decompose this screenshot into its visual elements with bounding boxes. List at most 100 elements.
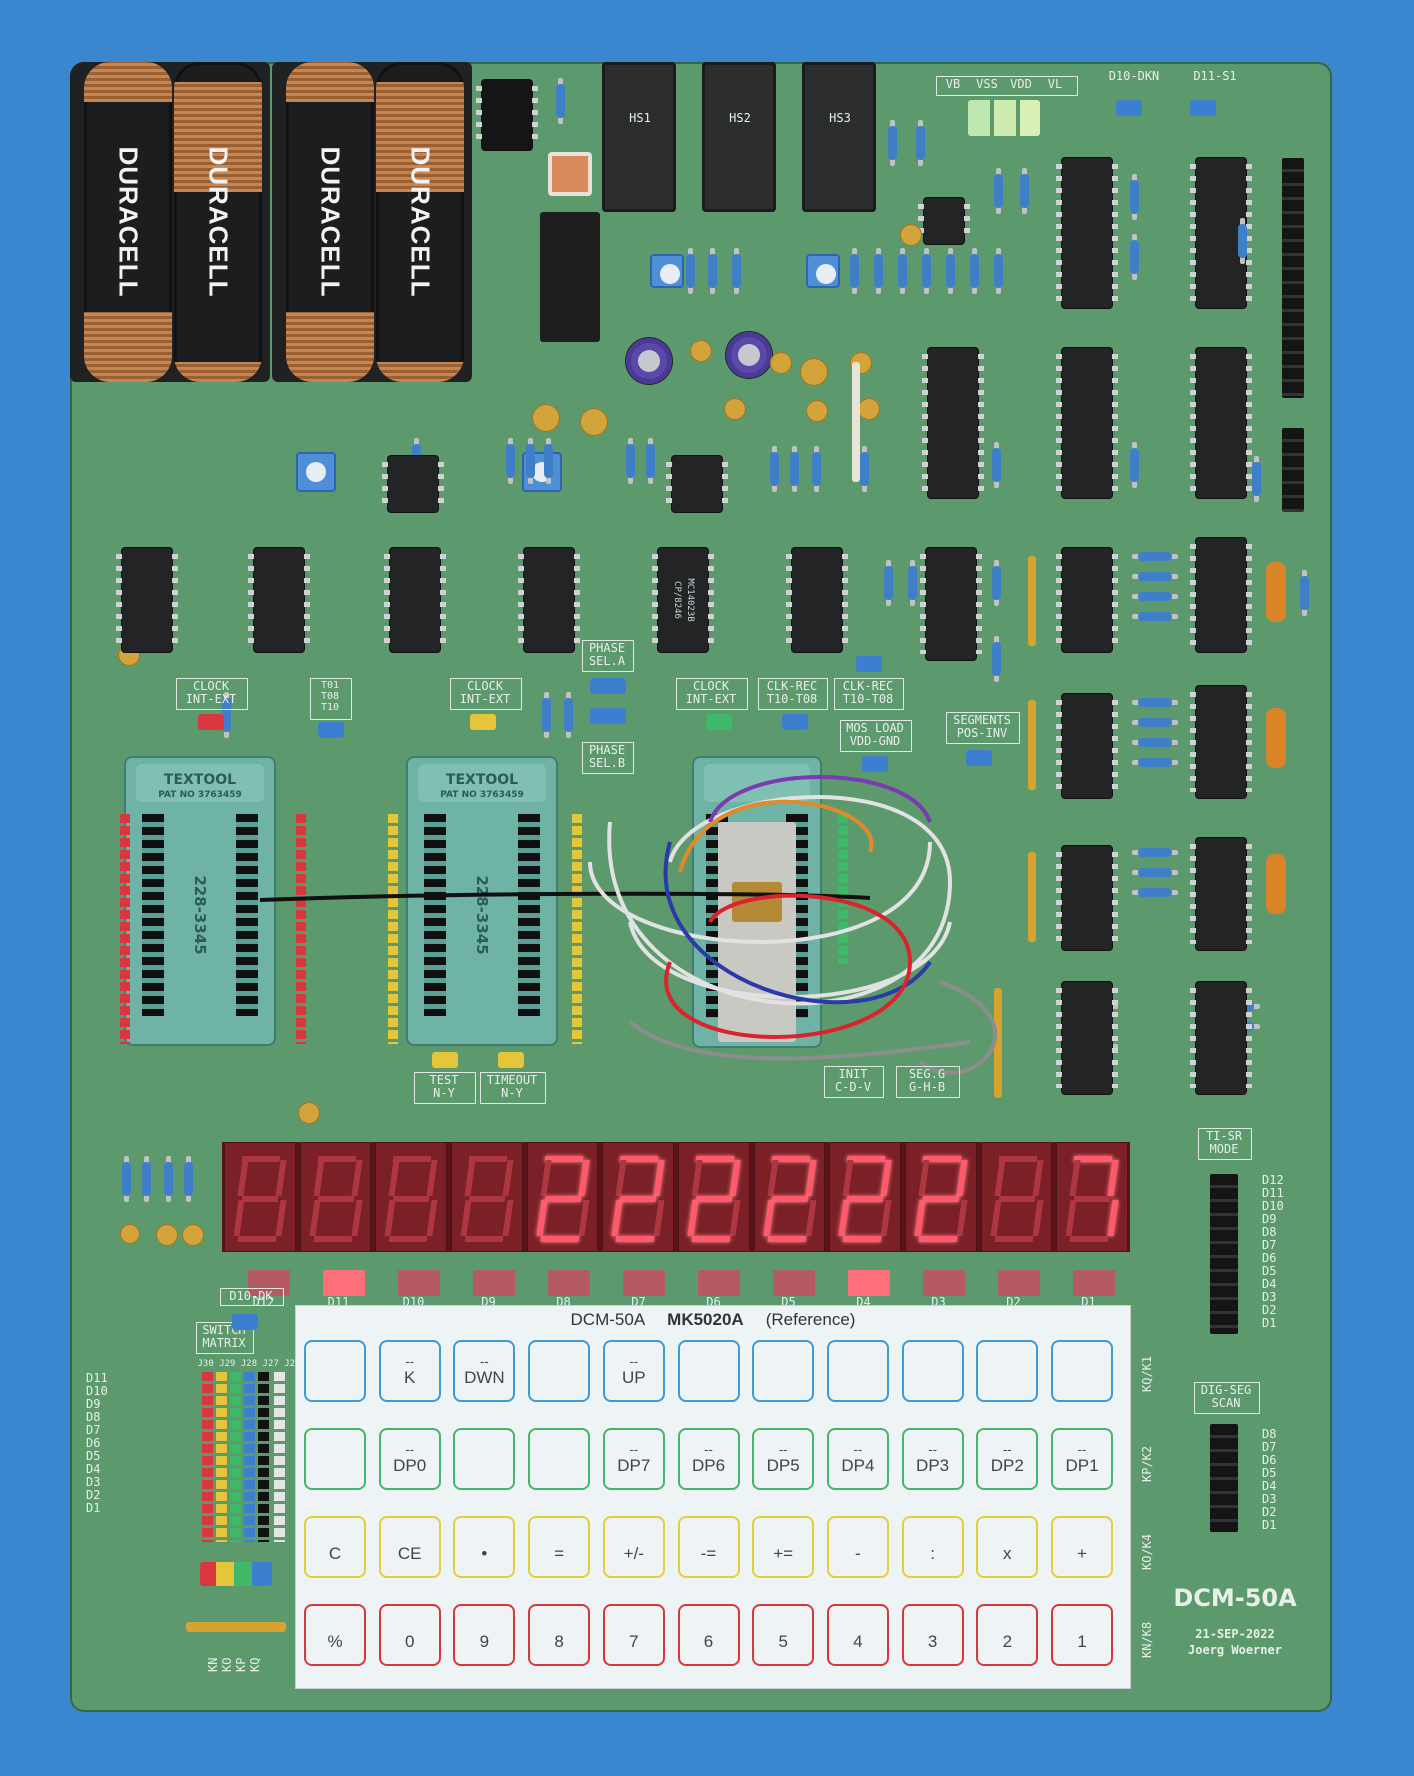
- key-r4-c9[interactable]: 3: [901, 1604, 964, 1666]
- scan-digit-labels: D8 D7 D6 D5 D4 D3 D2 D1: [1262, 1427, 1277, 1532]
- segment-g: [771, 1196, 809, 1202]
- label-d10-dkn: D10-DKN: [1108, 69, 1160, 83]
- key-r3-c8[interactable]: -: [826, 1516, 889, 1578]
- key-r2-c3[interactable]: [453, 1428, 516, 1490]
- key-bar: --: [405, 1442, 415, 1457]
- key-r1-c10[interactable]: [976, 1340, 1039, 1402]
- jumper-t[interactable]: [318, 722, 344, 738]
- label-dig-seg-scan: DIG-SEG SCAN: [1200, 1383, 1252, 1410]
- key-r4-c5[interactable]: 7: [602, 1604, 665, 1666]
- digit-led: [398, 1270, 440, 1296]
- key-r4-c7[interactable]: 5: [752, 1604, 815, 1666]
- label-phase-sel-b: PHASE SEL.B: [588, 743, 626, 770]
- key-r4-c3[interactable]: 9: [453, 1604, 516, 1666]
- key-r2-c4[interactable]: [528, 1428, 591, 1490]
- segment-d: [1069, 1236, 1109, 1242]
- key-r3-c11[interactable]: +: [1051, 1516, 1113, 1578]
- segment-b: [502, 1160, 514, 1196]
- key-r3-c2[interactable]: CE: [378, 1516, 441, 1578]
- key-r3-c1[interactable]: C: [304, 1516, 366, 1578]
- power-switch[interactable]: [548, 152, 592, 196]
- jumper-segments[interactable]: [966, 750, 992, 766]
- jumper-phase-b[interactable]: [590, 708, 626, 724]
- key-r1-c6[interactable]: [677, 1340, 740, 1402]
- card-title-right: (Reference): [765, 1310, 856, 1329]
- key-r2-c11[interactable]: --DP1: [1051, 1428, 1113, 1490]
- jumper-clock-3[interactable]: [706, 714, 732, 730]
- segment-g: [468, 1196, 506, 1202]
- jumper-d10-dk[interactable]: [232, 1314, 258, 1330]
- key-r1-c2[interactable]: --K: [378, 1340, 441, 1402]
- key-r4-c4[interactable]: 8: [528, 1604, 591, 1666]
- key-r4-c8[interactable]: 4: [826, 1604, 889, 1666]
- jumper-clk-rec-2[interactable]: [856, 656, 882, 672]
- segment-b: [653, 1160, 665, 1196]
- jumper-d10-dkn[interactable]: [1116, 100, 1142, 116]
- zif-socket-u35[interactable]: TEXTOOL PAT NO 3763459 228-3345: [124, 756, 276, 1046]
- key-r1-c5[interactable]: --UP: [602, 1340, 665, 1402]
- jumper-phase-a[interactable]: [590, 678, 626, 694]
- key-r4-c10[interactable]: 2: [976, 1604, 1039, 1666]
- segment-g: [544, 1196, 582, 1202]
- key-r1-c1[interactable]: [304, 1340, 366, 1402]
- key-r2-c1[interactable]: [304, 1428, 366, 1490]
- key-r4-c1[interactable]: %: [304, 1604, 366, 1666]
- jumper-test[interactable]: [432, 1052, 458, 1068]
- key-r1-c11[interactable]: [1051, 1340, 1113, 1402]
- power-jack[interactable]: [476, 80, 538, 150]
- key-r4-c11[interactable]: 1: [1051, 1604, 1113, 1666]
- key-r3-c6[interactable]: -=: [677, 1516, 740, 1578]
- key-r2-c10[interactable]: --DP2: [976, 1428, 1039, 1490]
- ic-u-top-2: [1190, 158, 1252, 308]
- key-r3-c4[interactable]: =: [528, 1516, 591, 1578]
- jumper-mos-load[interactable]: [862, 756, 888, 772]
- key-bar: --: [853, 1442, 863, 1457]
- label-clock-int-ext-1: CLOCK INT-EXT: [185, 679, 237, 706]
- key-r3-c7[interactable]: +=: [752, 1516, 815, 1578]
- jumper-clk-rec-1[interactable]: [782, 714, 808, 730]
- key-r1-c4[interactable]: [528, 1340, 591, 1402]
- key-label: -=: [700, 1544, 717, 1563]
- trimmer-rv1[interactable]: [650, 254, 684, 288]
- key-r3-c10[interactable]: x: [976, 1516, 1039, 1578]
- jumper-clock-1[interactable]: [198, 714, 224, 730]
- key-r2-c6[interactable]: --DP6: [677, 1428, 740, 1490]
- key-r1-c3[interactable]: --DWN: [453, 1340, 516, 1402]
- key-r4-c6[interactable]: 6: [677, 1604, 740, 1666]
- key-label: 7: [629, 1632, 639, 1651]
- label-t01-t08-t10: T01 T08 T10: [320, 680, 340, 713]
- key-r1-c7[interactable]: [752, 1340, 815, 1402]
- label-init: INIT C-D-V: [834, 1067, 872, 1094]
- key-r2-c9[interactable]: --DP3: [901, 1428, 964, 1490]
- digit-label: D8: [556, 1295, 571, 1309]
- key-r3-c9[interactable]: :: [901, 1516, 964, 1578]
- trimmer-rv4[interactable]: [806, 254, 840, 288]
- key-r2-c7[interactable]: --DP5: [752, 1428, 815, 1490]
- display-digit-3: [375, 1142, 447, 1252]
- key-r2-c2[interactable]: --DP0: [378, 1428, 441, 1490]
- key-r3-c3[interactable]: •: [453, 1516, 516, 1578]
- zif-socket-u36[interactable]: TEXTOOL PAT NO 3763459 228-3345: [406, 756, 558, 1046]
- jumper-timeout[interactable]: [498, 1052, 524, 1068]
- key-r4-c2[interactable]: 0: [378, 1604, 441, 1666]
- heatsink-2: [702, 62, 776, 212]
- display-digit-8: [753, 1142, 826, 1252]
- key-r3-c5[interactable]: +/-: [602, 1516, 665, 1578]
- key-r1-c8[interactable]: [826, 1340, 889, 1402]
- trimmer-rv2[interactable]: [296, 452, 336, 492]
- ic-u-mid-3: [1190, 348, 1252, 498]
- digit-led: [548, 1270, 590, 1296]
- key-r1-c9[interactable]: [901, 1340, 964, 1402]
- pcb-board: DURACELL DURACELL DURACELL DURACELL HS1 …: [70, 62, 1332, 1712]
- jumper-d11-s1[interactable]: [1190, 100, 1216, 116]
- battery-1: DURACELL: [84, 62, 172, 382]
- ic-row2-7: [920, 548, 982, 660]
- key-r2-c8[interactable]: --DP4: [826, 1428, 889, 1490]
- segment-e: [460, 1200, 472, 1236]
- label-clock-int-ext-3: CLOCK INT-EXT: [685, 679, 737, 706]
- jumper-clock-2[interactable]: [470, 714, 496, 730]
- row-label-kq: KQ/K1: [1140, 1355, 1154, 1392]
- matrix-jumpers[interactable]: [200, 1562, 272, 1586]
- display-digit-1: [224, 1142, 296, 1252]
- key-r2-c5[interactable]: --DP7: [602, 1428, 665, 1490]
